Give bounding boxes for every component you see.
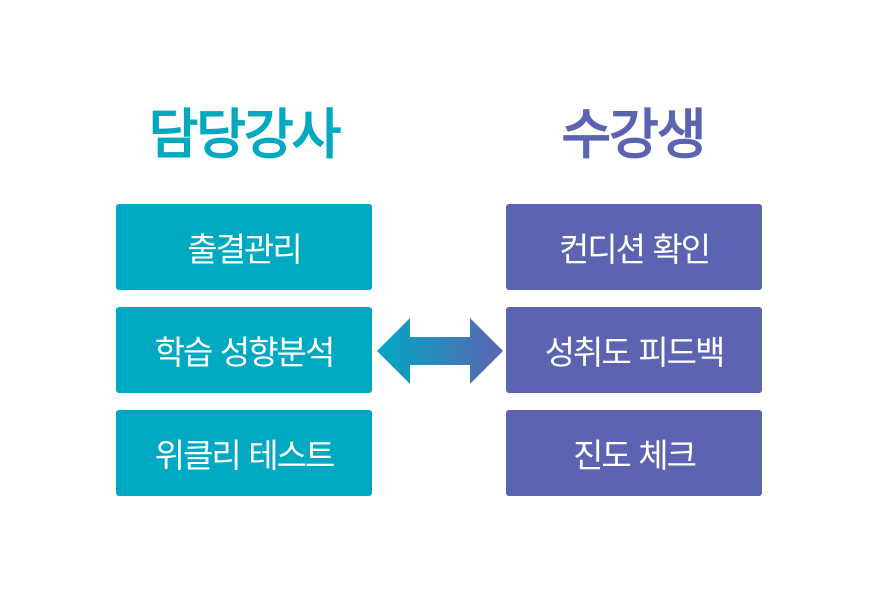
student-item-condition-check: 컨디션 확인 bbox=[506, 204, 762, 290]
right-column-title: 수강생 bbox=[561, 103, 706, 166]
instructor-item-attendance: 출결관리 bbox=[116, 204, 372, 290]
student-item-progress-check: 진도 체크 bbox=[506, 410, 762, 496]
left-column-title: 담당강사 bbox=[148, 103, 342, 166]
student-item-achievement-feedback: 성취도 피드백 bbox=[506, 307, 762, 393]
instructor-item-learning-analysis: 학습 성향분석 bbox=[116, 307, 372, 393]
instructor-item-weekly-test: 위클리 테스트 bbox=[116, 410, 372, 496]
double-headed-arrow-icon bbox=[377, 318, 503, 384]
